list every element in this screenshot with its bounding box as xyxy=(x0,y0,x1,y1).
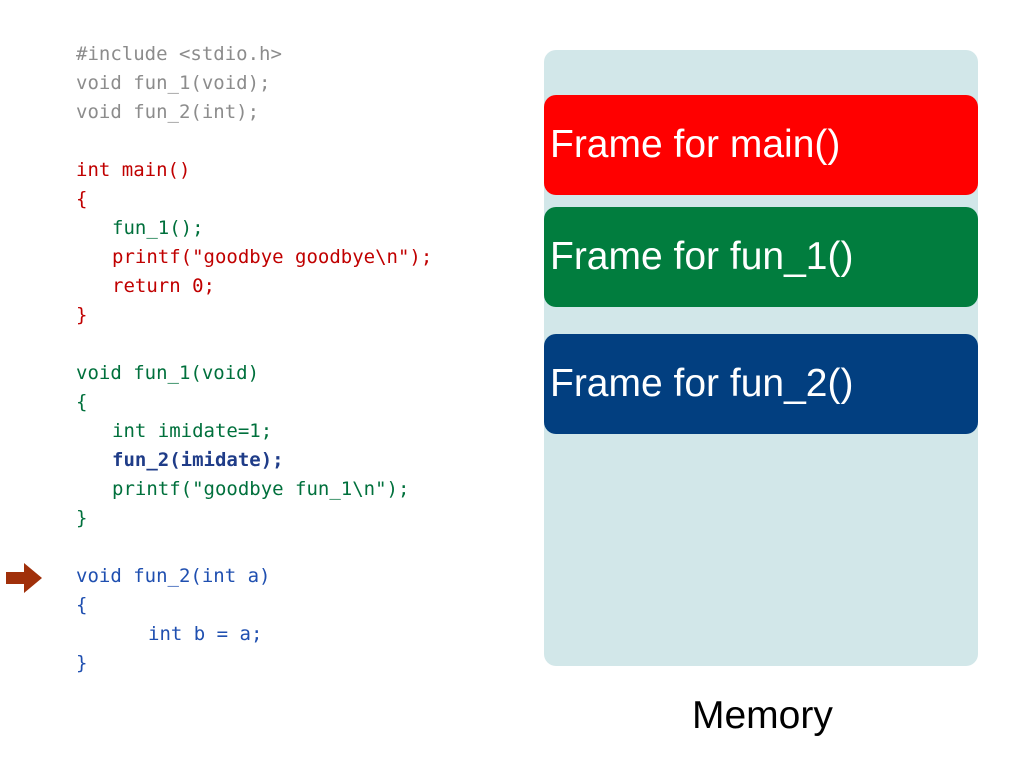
code-line: { xyxy=(76,594,88,616)
code-line: void fun_1(void); xyxy=(76,72,271,94)
code-line: { xyxy=(76,391,88,413)
code-line: printf("goodbye goodbye\n"); xyxy=(112,246,433,268)
frame-main-label: Frame for main() xyxy=(550,123,841,166)
code-line: } xyxy=(76,304,88,326)
code-line xyxy=(76,127,432,156)
code-line: fun_1(); xyxy=(112,217,204,239)
code-line xyxy=(76,533,432,562)
code-line: } xyxy=(76,507,88,529)
code-line: int b = a; xyxy=(148,623,263,645)
frame-fun-1-label: Frame for fun_1() xyxy=(550,235,854,278)
right-arrow-icon xyxy=(6,563,42,593)
code-line: return 0; xyxy=(112,275,215,297)
code-line: printf("goodbye fun_1\n"); xyxy=(112,478,410,500)
memory-label: Memory xyxy=(692,694,833,737)
code-listing: #include <stdio.h> void fun_1(void);void … xyxy=(76,40,432,678)
frame-fun-2-label: Frame for fun_2() xyxy=(550,362,854,405)
code-line: void fun_2(int a) xyxy=(76,565,271,587)
code-line xyxy=(76,330,432,359)
code-line: int imidate=1; xyxy=(112,420,273,442)
code-line: { xyxy=(76,188,88,210)
code-line: #include <stdio.h> xyxy=(76,43,282,65)
code-line: fun_2(imidate); xyxy=(112,449,284,471)
frame-main: Frame for main() xyxy=(544,95,978,195)
frame-fun-2: Frame for fun_2() xyxy=(544,334,978,434)
code-line: void fun_1(void) xyxy=(76,362,260,384)
code-line: int main() xyxy=(76,159,191,181)
code-line: void fun_2(int); xyxy=(76,101,260,123)
frame-fun-1: Frame for fun_1() xyxy=(544,207,978,307)
code-line: } xyxy=(76,652,88,674)
